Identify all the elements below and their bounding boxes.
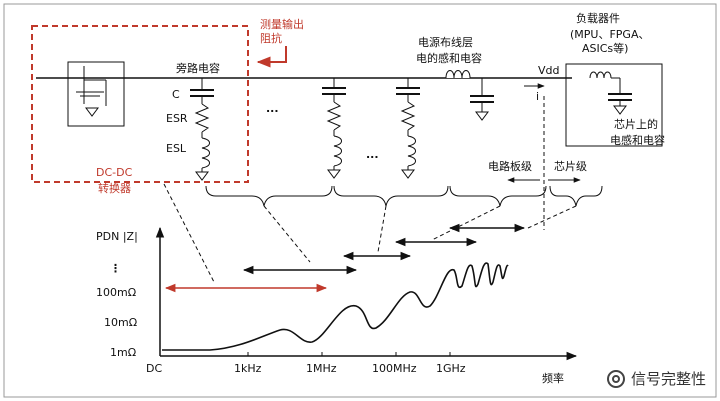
board-level-label: 电路板级	[488, 159, 532, 173]
load-label-1: 负载器件	[576, 11, 620, 25]
x-tick-1khz: 1kHz	[234, 362, 262, 375]
plane-label-1: 电源布线层	[418, 35, 473, 49]
esr-label: ESR	[166, 112, 188, 125]
plot-axes	[155, 226, 578, 361]
decap-2	[322, 78, 346, 179]
ellipsis-2: ...	[366, 148, 379, 161]
x-tick-100mhz: 100MHz	[372, 362, 417, 375]
esl-label: ESL	[166, 142, 187, 155]
bypass-capacitor	[190, 78, 214, 181]
load-label-3: ASICs等)	[582, 41, 628, 55]
outer-frame	[3, 3, 717, 398]
y-tick-100m: 100mΩ	[96, 286, 136, 299]
dcdc-label-2: 转换器	[98, 181, 131, 195]
mapping-lines	[163, 183, 577, 283]
x-tick-1ghz: 1GHz	[436, 362, 466, 375]
plane-capacitor	[470, 78, 494, 121]
dcdc-dashed-box	[31, 25, 249, 183]
measure-label-2: 阻抗	[260, 31, 282, 45]
cap-c-label: C	[172, 88, 180, 101]
measure-arrow	[256, 46, 287, 68]
range-arrows	[164, 223, 526, 293]
chip-level-label: 芯片级	[554, 159, 587, 173]
watermark: 信号完整性	[606, 368, 706, 389]
wechat-icon	[606, 369, 625, 388]
onchip-label-1: 芯片上的	[614, 117, 658, 131]
bypass-cap-label: 旁路电容	[176, 61, 220, 75]
y-tick-10m: 10mΩ	[104, 316, 137, 329]
load-label-2: (MPU、FPGA、	[570, 28, 649, 41]
x-axis-title: 频率	[542, 371, 564, 385]
x-ticks	[247, 352, 451, 356]
y-axis-title: PDN |Z|	[96, 230, 138, 243]
plane-label-2: 电的感和电容	[416, 51, 482, 65]
load-device-box	[565, 63, 663, 147]
decap-3	[396, 78, 420, 179]
measure-label-1: 测量输出	[260, 17, 304, 31]
circuit-section	[31, 25, 663, 230]
impedance-curve	[162, 262, 509, 351]
ellipsis-1: ...	[266, 102, 279, 115]
regulator-box	[67, 61, 125, 127]
y-dots: ⋮	[110, 262, 121, 275]
range-braces	[205, 185, 603, 207]
x-tick-1mhz: 1MHz	[306, 362, 337, 375]
vdd-label: Vdd	[538, 64, 560, 77]
dcdc-label-1: DC-DC	[96, 166, 133, 179]
watermark-text: 信号完整性	[630, 370, 706, 388]
x-tick-dc: DC	[146, 362, 162, 375]
onchip-label-2: 电感和电容	[610, 133, 665, 147]
plane-inductor	[445, 70, 471, 79]
y-tick-1m: 1mΩ	[110, 346, 136, 359]
current-label: i	[536, 90, 539, 103]
